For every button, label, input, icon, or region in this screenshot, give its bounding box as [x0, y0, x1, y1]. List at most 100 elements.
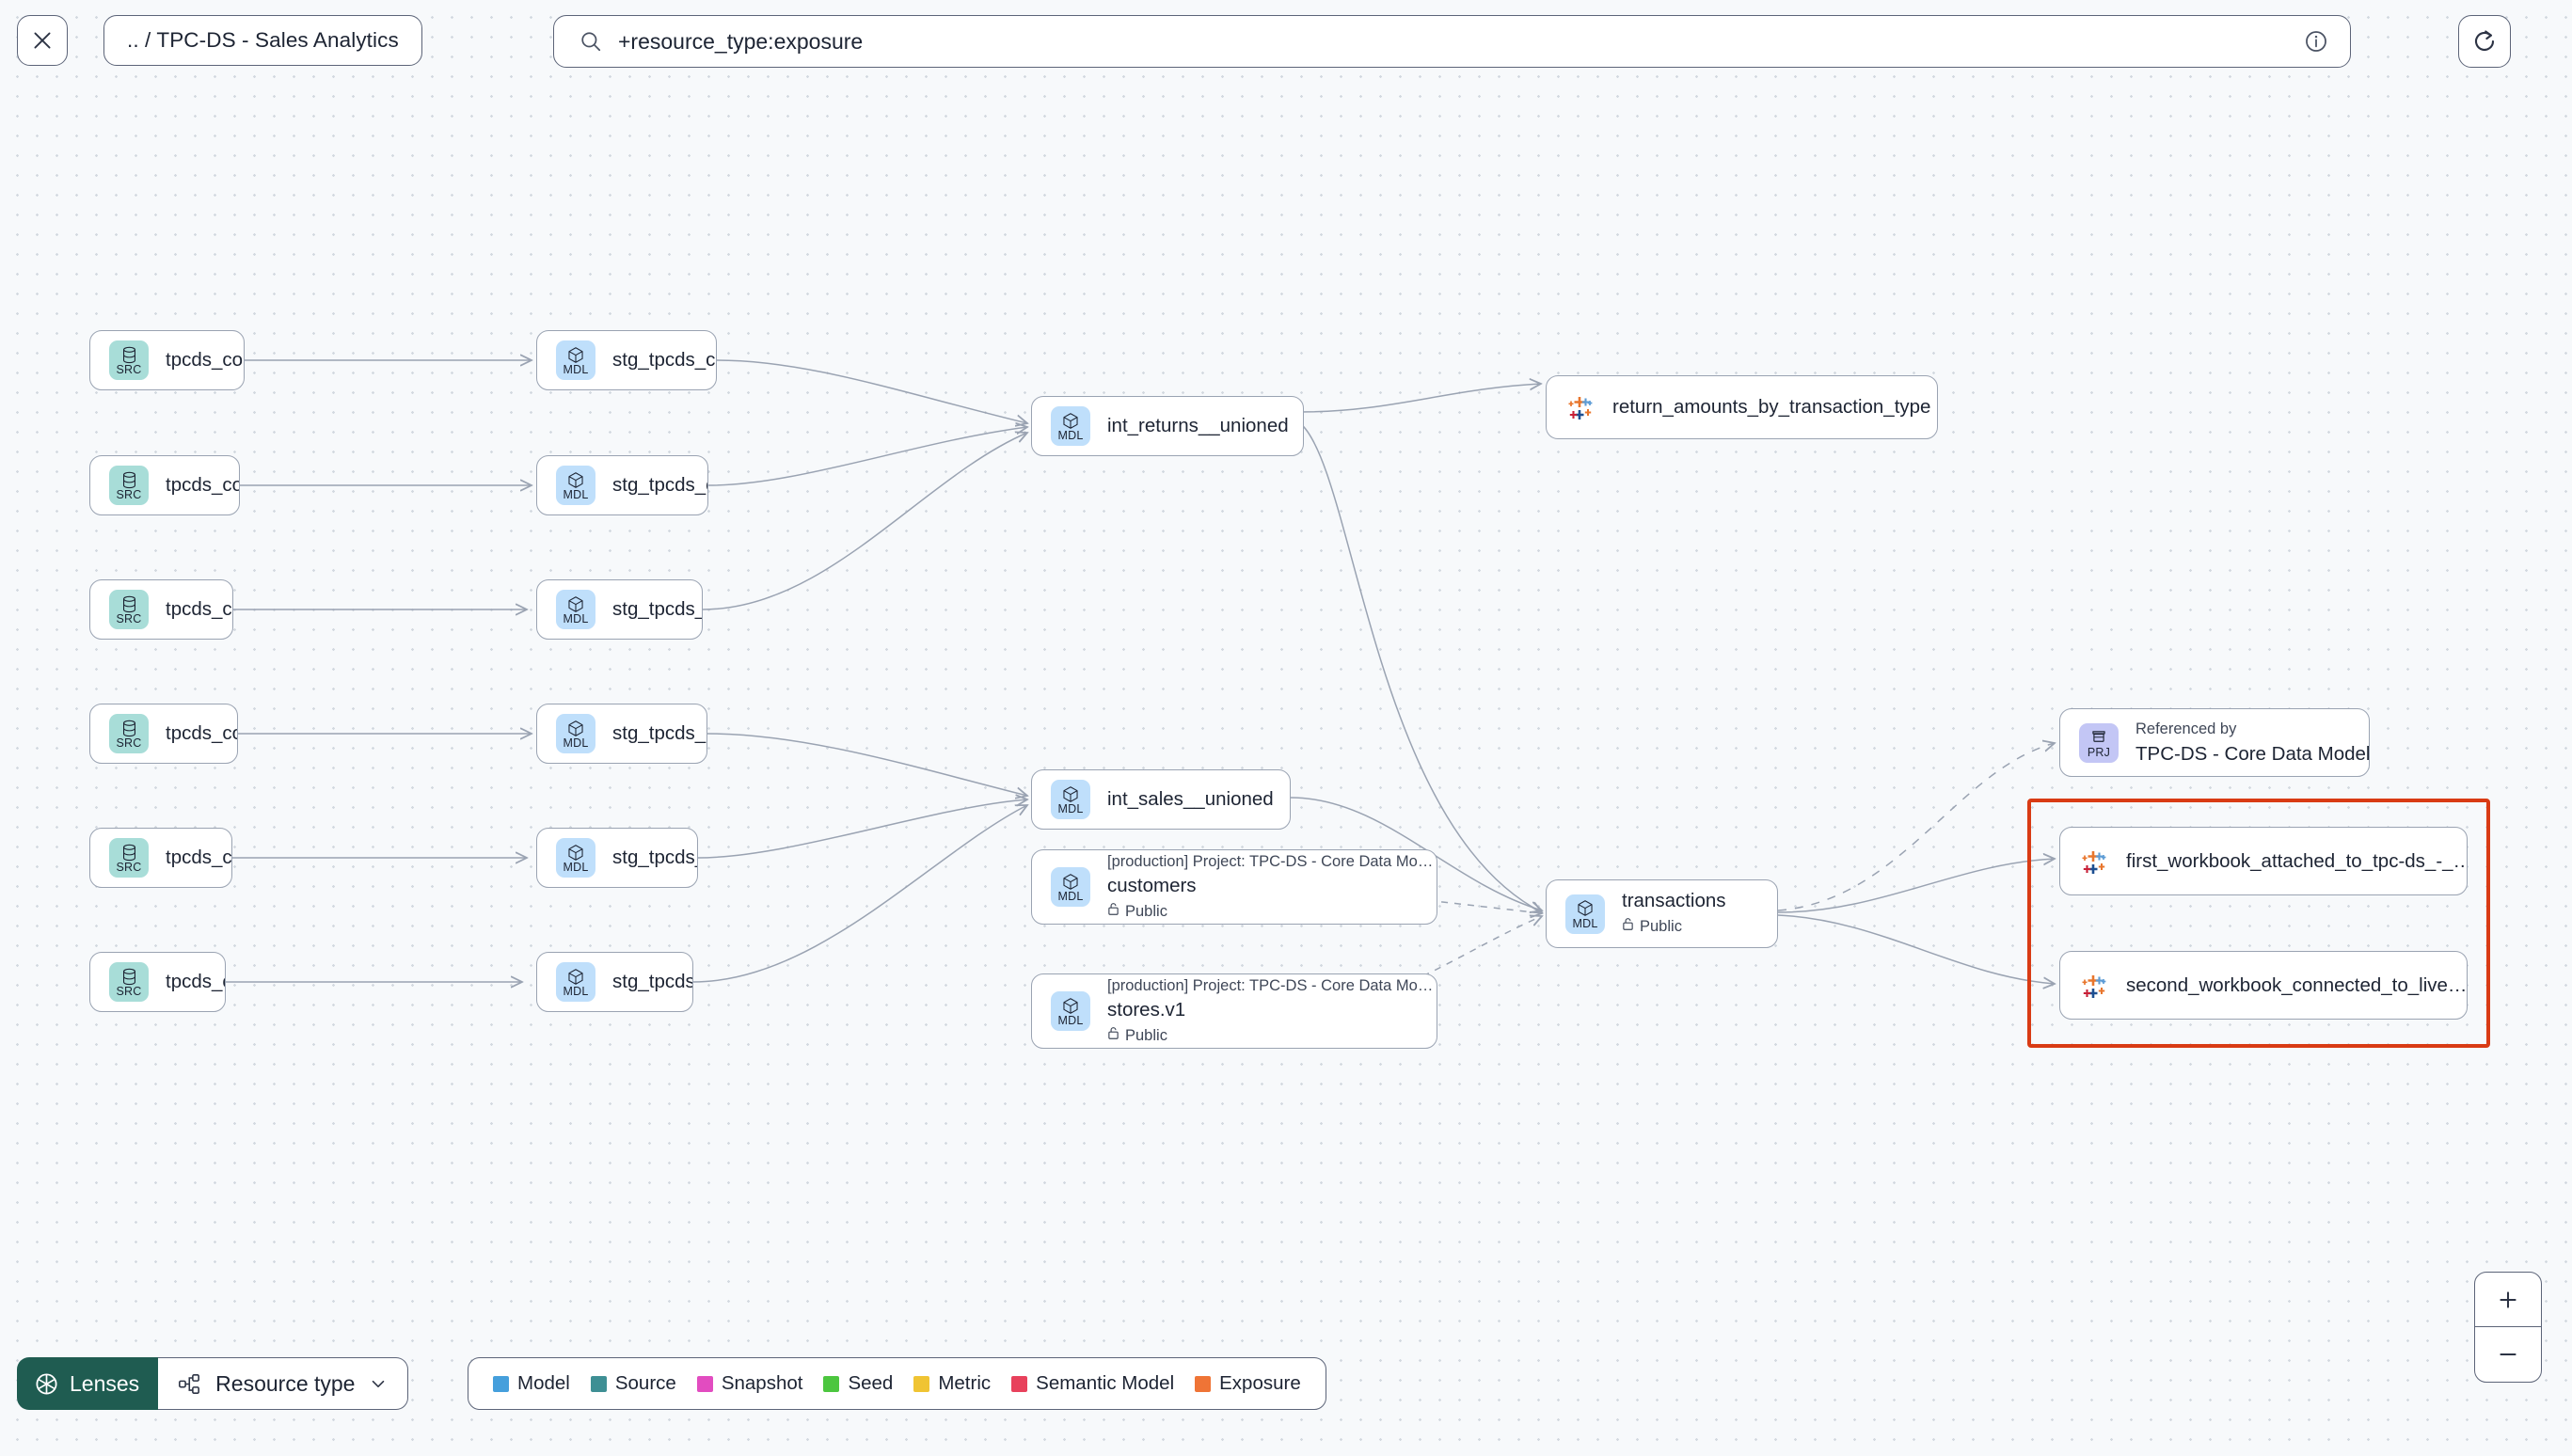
resource-type-dropdown[interactable]: Resource type	[158, 1357, 409, 1410]
node-label: stg_tpcds_core__store_sales	[612, 847, 697, 869]
legend-label: Source	[614, 1372, 676, 1394]
graph-node-source[interactable]: SRC tpcds_core.catalog_returns	[89, 330, 245, 390]
graph-node-model[interactable]: MDL int_returns__unioned	[1031, 396, 1304, 456]
badge-mdl: MDL	[556, 340, 595, 380]
node-label: stg_tpcds_core__web_returns	[612, 598, 702, 621]
edge-stg-store-returns-int	[707, 427, 1027, 486]
badge-src-label: SRC	[116, 861, 142, 874]
legend-item-seed: Seed	[823, 1372, 893, 1395]
plus-icon	[2500, 1290, 2516, 1308]
database-icon	[121, 345, 137, 364]
close-button[interactable]	[17, 15, 68, 66]
refresh-button[interactable]	[2458, 15, 2511, 68]
legend-item-snapshot: Snapshot	[696, 1372, 802, 1395]
badge-mdl: MDL	[1051, 780, 1090, 819]
graph-node-source[interactable]: SRC tpcds_core.web_returns	[89, 579, 233, 640]
graph-node-model[interactable]: MDL [production] Project: TPC-DS - Core …	[1031, 973, 1437, 1049]
graph-node-model[interactable]: MDL stg_tpcds_core__catalog_sales	[536, 704, 707, 764]
tableau-icon	[2079, 972, 2109, 1000]
node-label: int_returns__unioned	[1107, 415, 1289, 437]
badge-mdl-label: MDL	[1057, 802, 1084, 815]
badge-mdl: MDL	[556, 962, 595, 1002]
badge-mdl: MDL	[556, 590, 595, 629]
legend-label: Seed	[848, 1372, 894, 1394]
legend-label: Metric	[938, 1372, 992, 1394]
search-input[interactable]: +resource_type:exposure	[553, 15, 2351, 68]
node-label: first_workbook_attached_to_tpc-ds_-_…	[2126, 849, 2468, 872]
graph-node-exposure[interactable]: return_amounts_by_transaction_type	[1546, 375, 1938, 439]
graph-node-exposure[interactable]: first_workbook_attached_to_tpc-ds_-_…	[2059, 827, 2468, 895]
badge-prj-label: PRJ	[2087, 745, 2111, 759]
graph-node-model[interactable]: MDL int_sales__unioned	[1031, 769, 1291, 830]
graph-node-model[interactable]: MDL stg_tpcds_core__web_returns	[536, 579, 703, 640]
badge-src-label: SRC	[116, 612, 142, 625]
node-label: transactions	[1622, 890, 1726, 912]
cube-icon	[1062, 996, 1079, 1015]
node-referenced-by-label: Referenced by	[2135, 720, 2237, 738]
resource-type-label: Resource type	[215, 1370, 356, 1396]
node-access: Public	[1107, 1023, 1418, 1048]
lock-icon	[1622, 914, 1634, 939]
hierarchy-icon	[179, 1373, 200, 1394]
node-access-label: Public	[1125, 903, 1167, 921]
graph-node-model[interactable]: MDL [production] Project: TPC-DS - Core …	[1031, 849, 1437, 925]
project-stack-icon	[2090, 728, 2107, 747]
cube-icon	[567, 843, 584, 862]
badge-mdl: MDL	[556, 838, 595, 878]
node-label: stg_tpcds_core__store_returns	[612, 474, 707, 497]
refresh-icon	[2475, 30, 2495, 52]
node-label: tpcds_core.web_returns	[166, 598, 232, 621]
graph-node-model[interactable]: MDL stg_tpcds_core__catalog_returns	[536, 330, 717, 390]
graph-node-model[interactable]: MDL stg_tpcds_core__web_sales	[536, 952, 693, 1012]
badge-src: SRC	[109, 962, 149, 1002]
graph-node-model[interactable]: MDL transactions Public	[1546, 879, 1778, 948]
graph-node-source[interactable]: SRC tpcds_core.store_sales	[89, 828, 232, 888]
legend-swatch	[913, 1375, 930, 1392]
lock-icon	[1107, 899, 1119, 924]
cube-icon	[1062, 411, 1079, 430]
cube-icon	[1577, 899, 1594, 918]
graph-node-project[interactable]: PRJ Referenced by TPC-DS - Core Data Mod…	[2059, 708, 2370, 777]
graph-node-model[interactable]: MDL stg_tpcds_core__store_returns	[536, 455, 708, 515]
graph-node-source[interactable]: SRC tpcds_core.web_sales	[89, 952, 226, 1012]
search-query-text: +resource_type:exposure	[618, 28, 864, 54]
badge-mdl: MDL	[1051, 406, 1090, 446]
tableau-icon	[1565, 393, 1596, 421]
badge-mdl-label: MDL	[563, 861, 589, 874]
graph-node-model[interactable]: MDL stg_tpcds_core__store_sales	[536, 828, 698, 888]
node-label: tpcds_core.catalog_returns	[166, 349, 244, 372]
graph-node-exposure[interactable]: second_workbook_connected_to_live…	[2059, 951, 2468, 1020]
database-icon	[121, 967, 137, 986]
legend-swatch	[696, 1375, 713, 1392]
graph-node-source[interactable]: SRC tpcds_core.catalog_sales	[89, 704, 238, 764]
database-icon	[121, 719, 137, 737]
cube-icon	[567, 470, 584, 489]
legend-item-source: Source	[590, 1372, 676, 1395]
zoom-out-button[interactable]	[2475, 1327, 2541, 1382]
badge-mdl-label: MDL	[1057, 429, 1084, 442]
edge-transactions-project	[1777, 743, 2055, 911]
badge-src: SRC	[109, 340, 149, 380]
badge-mdl-label: MDL	[563, 612, 589, 625]
breadcrumb[interactable]: .. / TPC-DS - Sales Analytics	[103, 15, 422, 66]
legend-item-semantic-model: Semantic Model	[1011, 1372, 1174, 1395]
edge-stg-web-sales-int	[692, 805, 1027, 983]
badge-mdl-label: MDL	[563, 736, 589, 750]
top-toolbar: .. / TPC-DS - Sales Analytics +resource_…	[0, 0, 2572, 111]
badge-src-label: SRC	[116, 985, 142, 998]
node-access-label: Public	[1640, 918, 1682, 936]
minus-icon	[2500, 1353, 2516, 1356]
badge-mdl: MDL	[556, 714, 595, 753]
badge-mdl-label: MDL	[563, 488, 589, 501]
lenses-button[interactable]: Lenses	[17, 1357, 159, 1410]
node-access-label: Public	[1125, 1027, 1167, 1045]
cube-icon	[1062, 784, 1079, 803]
edge-stg-catalog-sales-int	[707, 733, 1027, 796]
database-icon	[121, 470, 137, 489]
zoom-in-button[interactable]	[2475, 1273, 2541, 1327]
info-icon[interactable]	[2303, 28, 2329, 55]
graph-node-source[interactable]: SRC tpcds_core.store_returns	[89, 455, 240, 515]
badge-mdl: MDL	[1565, 894, 1605, 934]
graph-canvas[interactable]: SRC tpcds_core.catalog_returns SRC tpcds…	[0, 111, 2572, 1334]
